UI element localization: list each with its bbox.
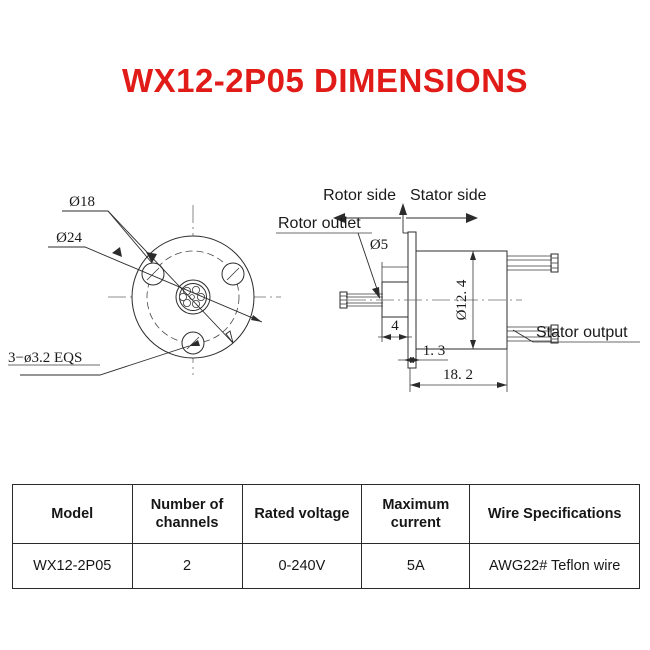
dim-arrow-18-2-left [410,382,420,388]
leader-outer-circle [48,246,263,323]
header-model-line1: Model [51,505,94,522]
leader-arrow-holes [189,340,200,346]
label-flange-thickness: 1. 3 [423,343,446,359]
label-stator-side: Stator side [410,187,487,204]
leader-arrow-outer-circle [251,315,262,322]
cell-rated-voltage: 0-240V [241,543,363,589]
rotor-shaft [381,281,409,318]
header-current-line2: current [390,515,441,531]
header-rated-voltage: Rated voltage [241,484,363,544]
front-view-group: Ø18 Ø24 3−ø3.2 EQS [8,194,281,376]
wire-hole-center [189,294,195,300]
label-shaft-length: 4 [391,318,399,334]
wire-hole-5 [182,298,191,307]
label-shaft-diameter: Ø5 [370,237,388,253]
dim-arrow-4-right [399,334,408,340]
technical-drawing: Ø18 Ø24 3−ø3.2 EQS Rotor side Stator sid… [0,170,650,460]
page-title: WX12-2P05 DIMENSIONS [121,62,529,99]
leader-arrow-outer-circle-b [112,247,122,257]
leader-holes [20,345,190,376]
header-channels-line1: Number of [150,496,224,513]
stator-side-arrow-head [466,213,478,223]
leader-arrow-bolt-circle [225,330,234,344]
label-stator-output: Stator output [536,324,628,341]
header-wire-specifications: Wire Specifications [469,484,640,544]
header-channels-line2: channels [155,515,219,531]
stator-output-leader [512,329,534,343]
split-arrow-head [399,203,407,215]
side-view-group: Rotor side Stator side Rot [276,187,640,392]
header-maximum-current: Maximum current [361,484,471,544]
hole-tick-tr [226,267,240,281]
leader-arrow-bolt-circle-b [146,252,157,263]
label-outer-diameter: Ø24 [56,230,82,246]
dim-arrow-body-top [470,251,476,260]
header-voltage-line1: Rated voltage [254,505,350,522]
cell-wire-specifications: AWG22# Teflon wire [469,543,640,589]
dim-arrow-18-2-right [497,382,507,388]
label-bolt-circle: Ø18 [69,194,95,210]
specification-table: Model Number of channels Rated voltage M… [12,484,640,589]
rotor-outlet-leader-arrow [372,287,380,299]
label-rotor-outlet: Rotor outlet [278,215,361,232]
hole-tick-b [186,336,200,350]
dim-arrow-4-left [382,334,391,340]
rotor-outlet-leader [357,232,379,293]
stator-output-wire-bottom [507,324,559,344]
label-mounting-holes: 3−ø3.2 EQS [8,350,82,366]
table-header-row: Model Number of channels Rated voltage M… [12,484,640,544]
header-current-line1: Maximum [382,496,450,513]
rotor-side-arrow-head [333,213,345,223]
dim-arrow-1-3-right [410,357,420,363]
hole-tick-tl [146,267,160,281]
label-total-length: 18. 2 [443,367,473,383]
wire-hole-6 [178,293,187,302]
label-rotor-side: Rotor side [323,187,396,204]
stator-output-wire-top [507,253,559,273]
cell-maximum-current: 5A [361,543,471,589]
dim-arrow-body-bottom [470,340,476,349]
cell-channels: 2 [131,543,243,589]
leader-bolt-circle-b [107,210,153,264]
header-model: Model [12,484,133,544]
table-row: WX12-2P05 2 0-240V 5A AWG22# Teflon wire [12,543,640,589]
header-number-of-channels: Number of channels [131,484,243,544]
cell-model: WX12-2P05 [12,543,133,589]
header-wire-line1: Wire Specifications [487,505,622,522]
label-body-diameter: Ø12. 4 [454,279,470,320]
